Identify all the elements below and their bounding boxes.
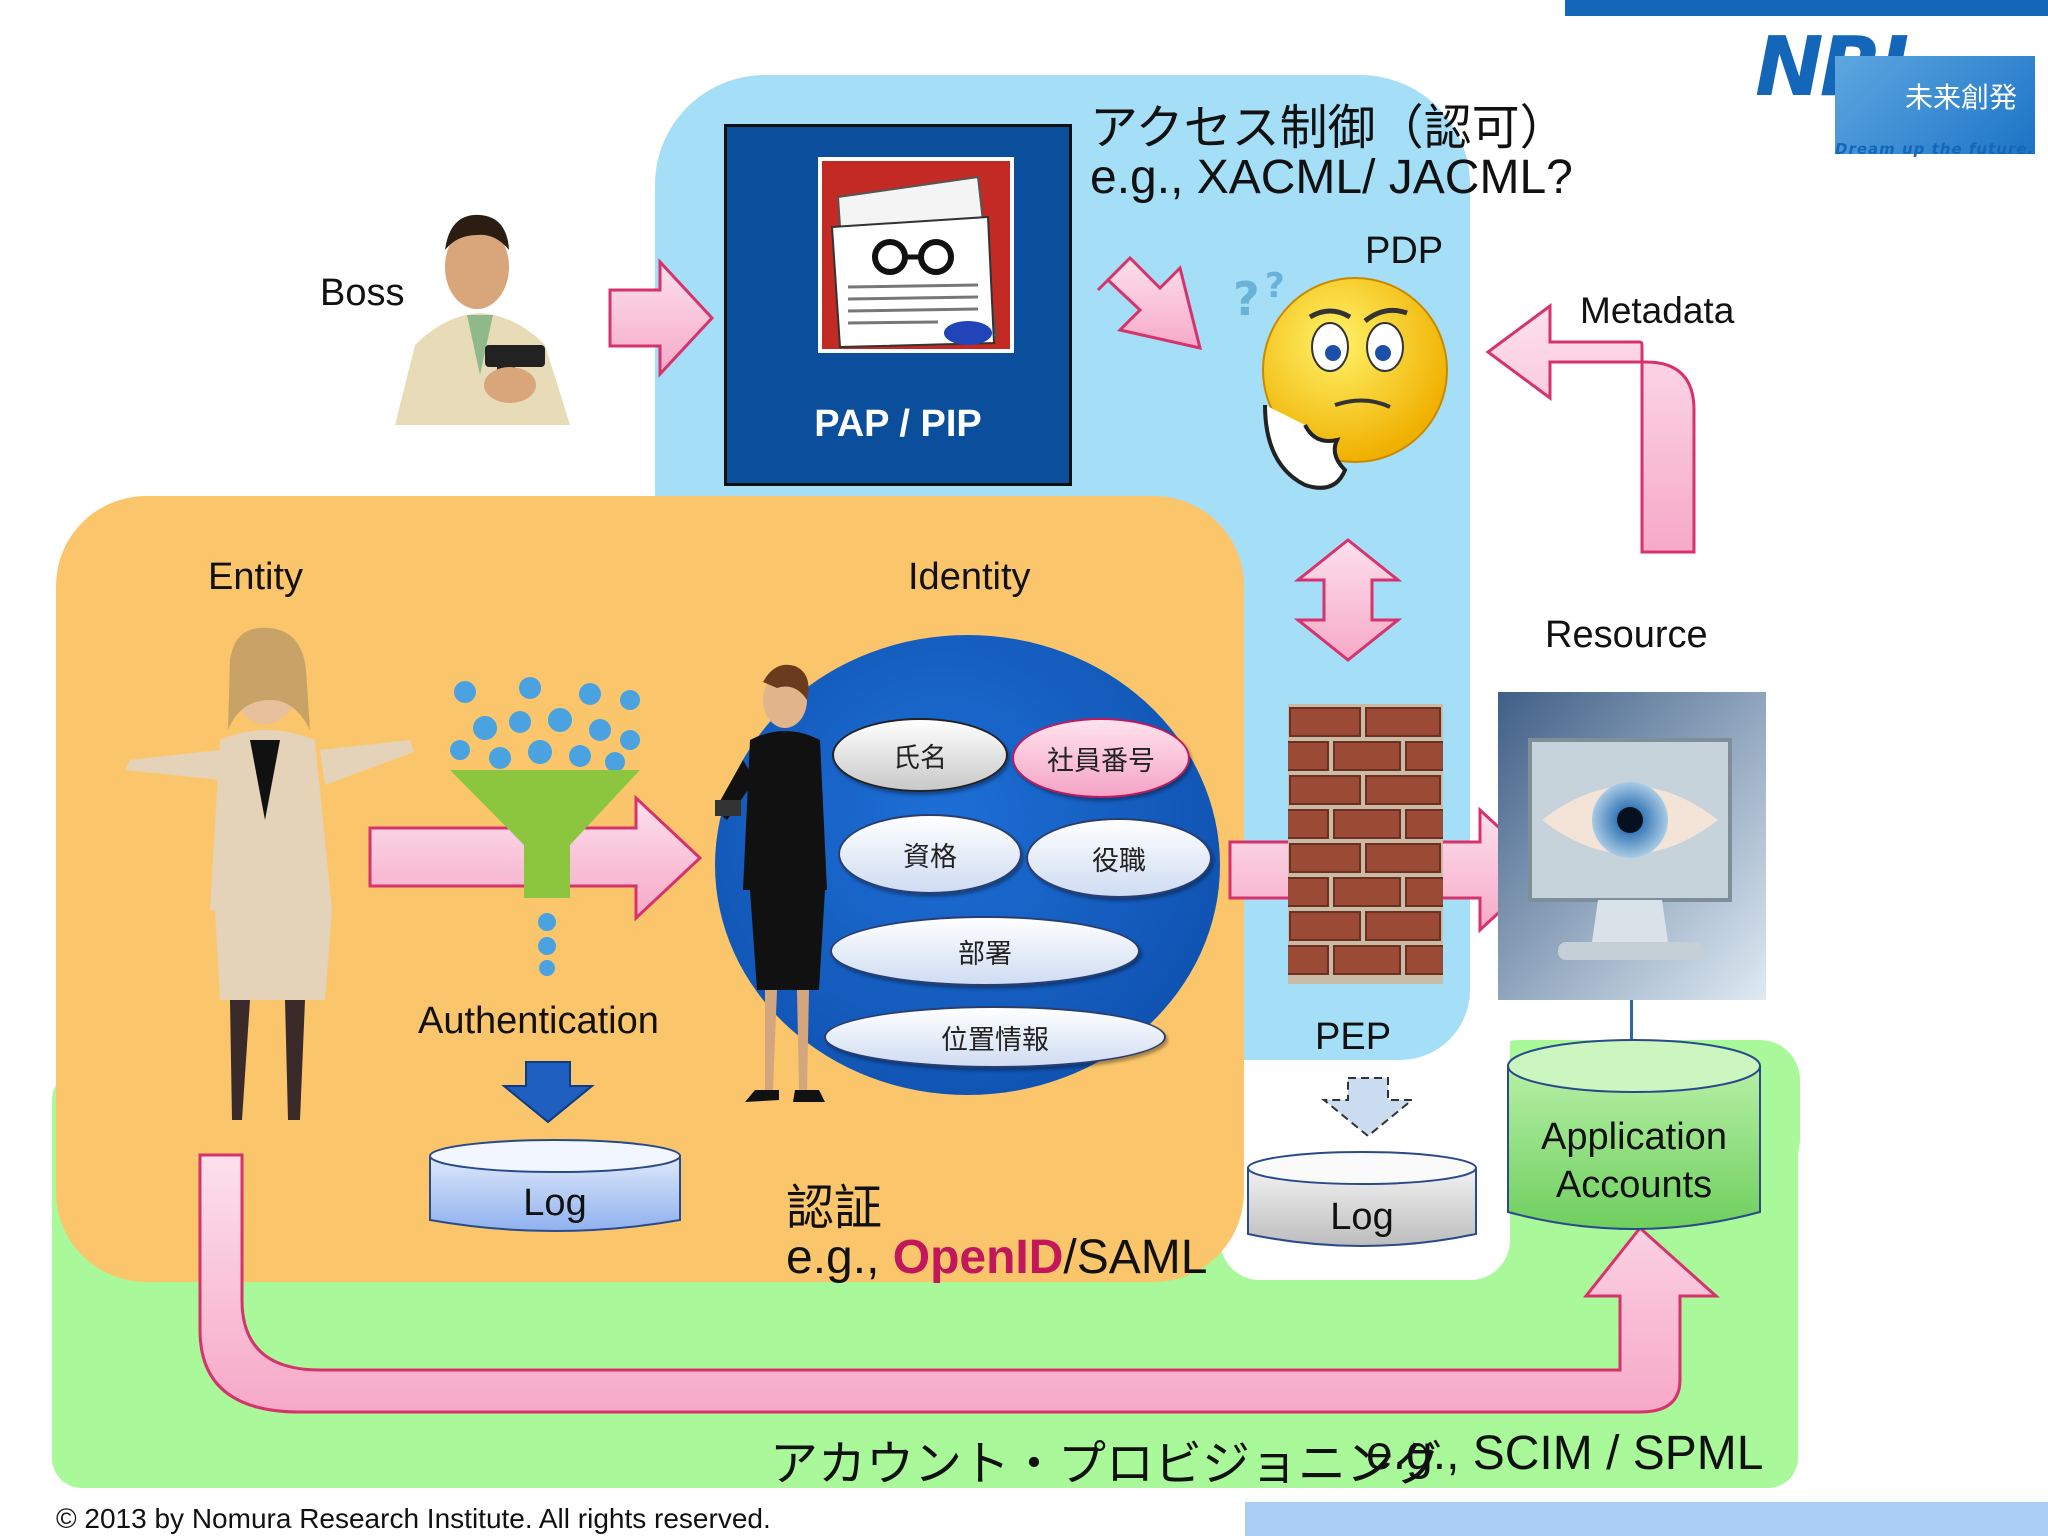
boss-label: Boss — [320, 272, 405, 314]
identity-label: Identity — [908, 556, 1031, 598]
auth-log-label: Log — [523, 1182, 587, 1224]
svg-text:?: ? — [1233, 272, 1260, 326]
pdp-label: PDP — [1365, 230, 1444, 272]
provisioning-example: e.g., SCIM / SPML — [1366, 1427, 1764, 1480]
authentication-title: 認証 — [786, 1180, 883, 1236]
auth-example-suffix: /SAML — [1063, 1231, 1208, 1284]
identity-woman-figure — [713, 660, 845, 1120]
arrow-pap-to-pdp — [1096, 255, 1203, 350]
nri-logo: NRI 未来創発 Dream up the future. — [1755, 20, 2040, 170]
logo-jp-badge — [1835, 56, 2035, 154]
filter-funnel-icon — [440, 670, 650, 980]
pep-label: PEP — [1315, 1016, 1392, 1058]
metadata-label: Metadata — [1580, 290, 1735, 331]
newspaper-icon — [818, 157, 1014, 353]
authentication-label: Authentication — [418, 1000, 659, 1042]
pap-pip-label: PAP / PIP — [814, 403, 982, 445]
resource-label: Resource — [1545, 614, 1708, 656]
provisioning-title: アカウント・プロビジョニング — [770, 1436, 1443, 1492]
application-accounts-cylinder: Application Accounts — [1506, 1036, 1762, 1242]
attribute-name: 氏名 — [832, 718, 1008, 792]
header-top-bar — [1565, 0, 2048, 16]
app-accounts-label-1: Application — [1541, 1116, 1727, 1158]
pep-log-label: Log — [1330, 1196, 1394, 1238]
attribute-location: 位置情報 — [824, 1006, 1166, 1068]
pdp-thinking-face-icon: ? ? — [1225, 255, 1465, 515]
dashed-down-arrow-icon — [1320, 1076, 1416, 1138]
authentication-example: e.g., OpenID/SAML — [786, 1230, 1207, 1285]
logo-tagline: Dream up the future. — [1835, 140, 2035, 158]
access-control-example: e.g., XACML/ JACML? — [1090, 151, 1573, 204]
arrow-boss-to-pap — [608, 258, 715, 378]
resource-to-accounts-line — [1630, 1000, 1633, 1046]
pep-brick-wall-icon — [1267, 704, 1447, 984]
logo-jp-text: 未来創発 — [1905, 81, 2018, 114]
pep-log-cylinder: Log — [1246, 1150, 1478, 1254]
svg-text:?: ? — [1265, 266, 1285, 306]
entity-woman-figure — [70, 620, 420, 1140]
arrow-resource-to-pdp — [1485, 303, 1696, 554]
entity-label: Entity — [208, 556, 304, 598]
attribute-employee-number: 社員番号 — [1012, 718, 1190, 798]
arrow-provisioning — [198, 1153, 1720, 1414]
resource-monitor-eye-icon — [1498, 692, 1766, 1000]
attribute-department: 部署 — [830, 916, 1140, 986]
boss-figure — [385, 195, 575, 425]
footer-bottom-bar — [1245, 1502, 2048, 1536]
app-accounts-label-2: Accounts — [1555, 1164, 1713, 1206]
access-control-title: アクセス制御（認可） — [1090, 100, 1568, 156]
attribute-job-title: 役職 — [1026, 818, 1212, 898]
auth-log-cylinder: Log — [428, 1138, 682, 1240]
attribute-qualification: 資格 — [838, 814, 1022, 894]
auth-example-prefix: e.g., — [786, 1231, 893, 1284]
copyright-text: © 2013 by Nomura Research Institute. All… — [56, 1503, 771, 1534]
auth-example-openid: OpenID — [892, 1231, 1064, 1284]
arrow-pdp-pep — [1293, 538, 1403, 662]
down-arrow-to-log-icon — [498, 1060, 598, 1124]
pap-pip-box[interactable]: PAP / PIP — [724, 124, 1072, 486]
